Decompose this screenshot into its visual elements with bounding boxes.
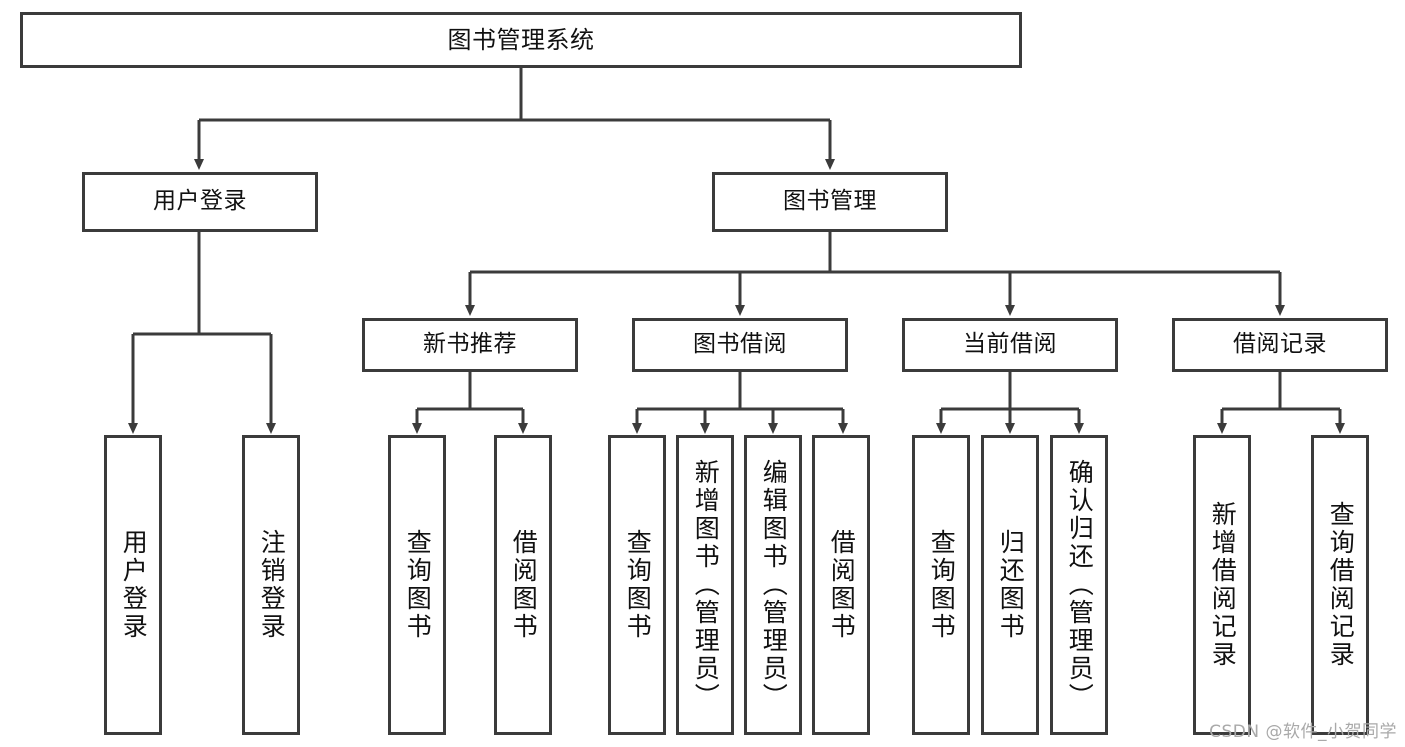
node-label: 注销登录 [257, 529, 287, 641]
node-label: 归还图书 [996, 529, 1026, 641]
node-label: 确认归还（管理员） [1065, 459, 1095, 711]
leaf-borrowrecord-add-record[interactable]: 新增借阅记录 [1193, 435, 1251, 735]
leaf-bookborrow-edit-book-admin[interactable]: 编辑图书（管理员） [744, 435, 802, 735]
node-label: 借阅记录 [1233, 331, 1327, 358]
node-label: 当前借阅 [963, 331, 1057, 358]
leaf-newbook-query-books[interactable]: 查询图书 [388, 435, 446, 735]
leaf-currentborrow-query-books[interactable]: 查询图书 [912, 435, 970, 735]
node-borrow-record[interactable]: 借阅记录 [1172, 318, 1388, 372]
leaf-borrowrecord-query-record[interactable]: 查询借阅记录 [1311, 435, 1369, 735]
node-book-borrow[interactable]: 图书借阅 [632, 318, 848, 372]
csdn-watermark: CSDN @软件_小贺同学 [1209, 722, 1397, 742]
node-label: 图书借阅 [693, 331, 787, 358]
node-label: 借阅图书 [827, 529, 857, 641]
node-root-system[interactable]: 图书管理系统 [20, 12, 1022, 68]
node-current-borrow[interactable]: 当前借阅 [902, 318, 1118, 372]
node-label: 新增借阅记录 [1208, 501, 1238, 669]
node-label: 编辑图书（管理员） [759, 459, 789, 711]
leaf-user-logout[interactable]: 注销登录 [242, 435, 300, 735]
node-label: 用户登录 [119, 529, 149, 641]
leaf-bookborrow-add-book-admin[interactable]: 新增图书（管理员） [676, 435, 734, 735]
node-label: 新增图书（管理员） [691, 459, 721, 711]
node-label: 图书管理系统 [447, 25, 595, 54]
node-label: 查询图书 [403, 529, 433, 641]
leaf-currentborrow-return-books[interactable]: 归还图书 [981, 435, 1039, 735]
leaf-newbook-borrow-books[interactable]: 借阅图书 [494, 435, 552, 735]
node-label: 图书管理 [783, 188, 877, 215]
leaf-user-login[interactable]: 用户登录 [104, 435, 162, 735]
node-label: 用户登录 [153, 188, 247, 215]
node-label: 借阅图书 [509, 529, 539, 641]
node-label: 查询借阅记录 [1326, 501, 1356, 669]
node-new-book-recommend[interactable]: 新书推荐 [362, 318, 578, 372]
leaf-bookborrow-query-books[interactable]: 查询图书 [608, 435, 666, 735]
node-label: 查询图书 [623, 529, 653, 641]
node-label: 新书推荐 [423, 331, 517, 358]
node-book-management[interactable]: 图书管理 [712, 172, 948, 232]
node-user-login[interactable]: 用户登录 [82, 172, 318, 232]
node-label: 查询图书 [927, 529, 957, 641]
leaf-bookborrow-borrow-books[interactable]: 借阅图书 [812, 435, 870, 735]
leaf-currentborrow-confirm-return-admin[interactable]: 确认归还（管理员） [1050, 435, 1108, 735]
